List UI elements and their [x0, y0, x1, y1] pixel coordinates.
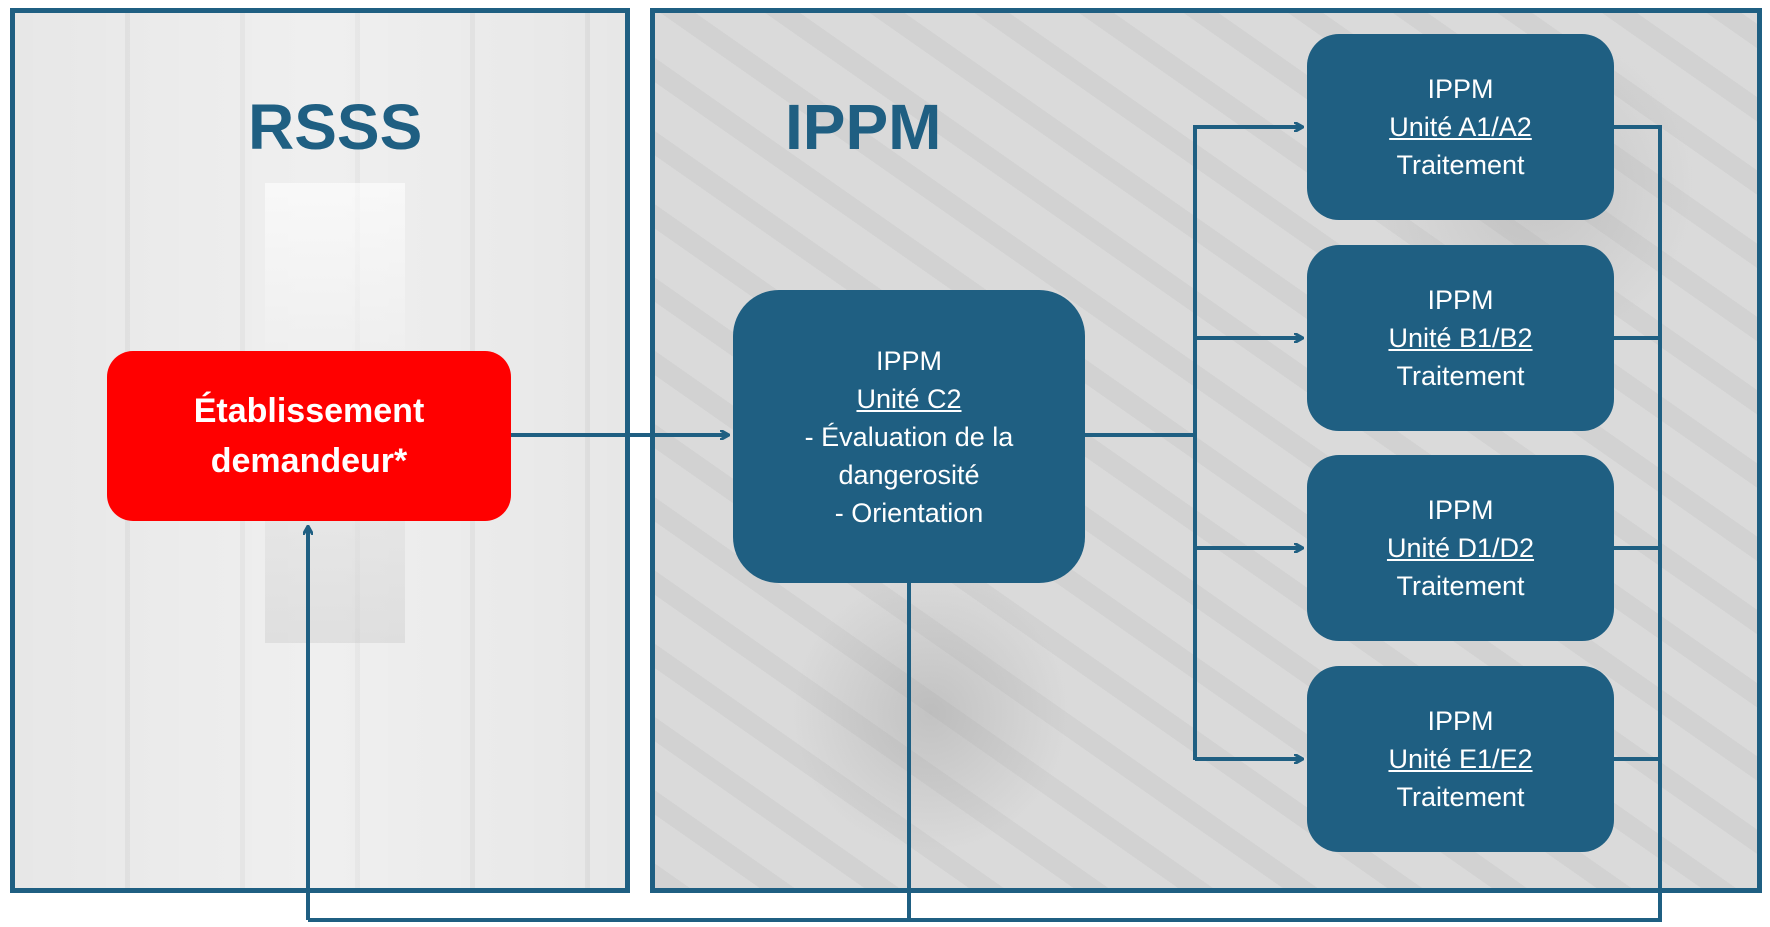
c2-line2: dangerosité	[838, 459, 980, 490]
c2-unit-name: Unité C2	[856, 383, 962, 414]
c2-org: IPPM	[875, 345, 942, 376]
rsss-title: RSSS	[248, 91, 423, 163]
unit-org: IPPM	[1427, 285, 1494, 315]
treatment-unit-d-box: IPPM Unité D1/D2 Traitement	[1307, 455, 1614, 641]
c2-line1: - Évaluation de la	[804, 421, 1014, 452]
unit-name: Unité E1/E2	[1388, 744, 1533, 774]
requesting-establishment-box: Établissement demandeur*	[107, 351, 511, 521]
ippm-title: IPPM	[785, 91, 942, 163]
c2-line3: - Orientation	[834, 497, 984, 528]
unit-name: Unité A1/A2	[1389, 112, 1532, 142]
unit-role: Traitement	[1396, 361, 1525, 391]
unit-name: Unité D1/D2	[1386, 533, 1535, 563]
requester-label-line1: Établissement	[193, 392, 425, 430]
treatment-unit-a-box: IPPM Unité A1/A2 Traitement	[1307, 34, 1614, 220]
unit-org: IPPM	[1427, 706, 1494, 736]
treatment-unit-e-box: IPPM Unité E1/E2 Traitement	[1307, 666, 1614, 852]
unit-name: Unité B1/B2	[1388, 323, 1533, 353]
unit-role: Traitement	[1396, 571, 1525, 601]
evaluation-unit-c2-box: IPPM Unité C2 - Évaluation de la dangero…	[733, 290, 1085, 583]
unit-role: Traitement	[1396, 782, 1525, 812]
treatment-unit-b-box: IPPM Unité B1/B2 Traitement	[1307, 245, 1614, 431]
unit-org: IPPM	[1427, 495, 1494, 525]
unit-role: Traitement	[1396, 150, 1525, 180]
unit-org: IPPM	[1427, 74, 1494, 104]
requester-label-line2: demandeur*	[210, 442, 408, 480]
